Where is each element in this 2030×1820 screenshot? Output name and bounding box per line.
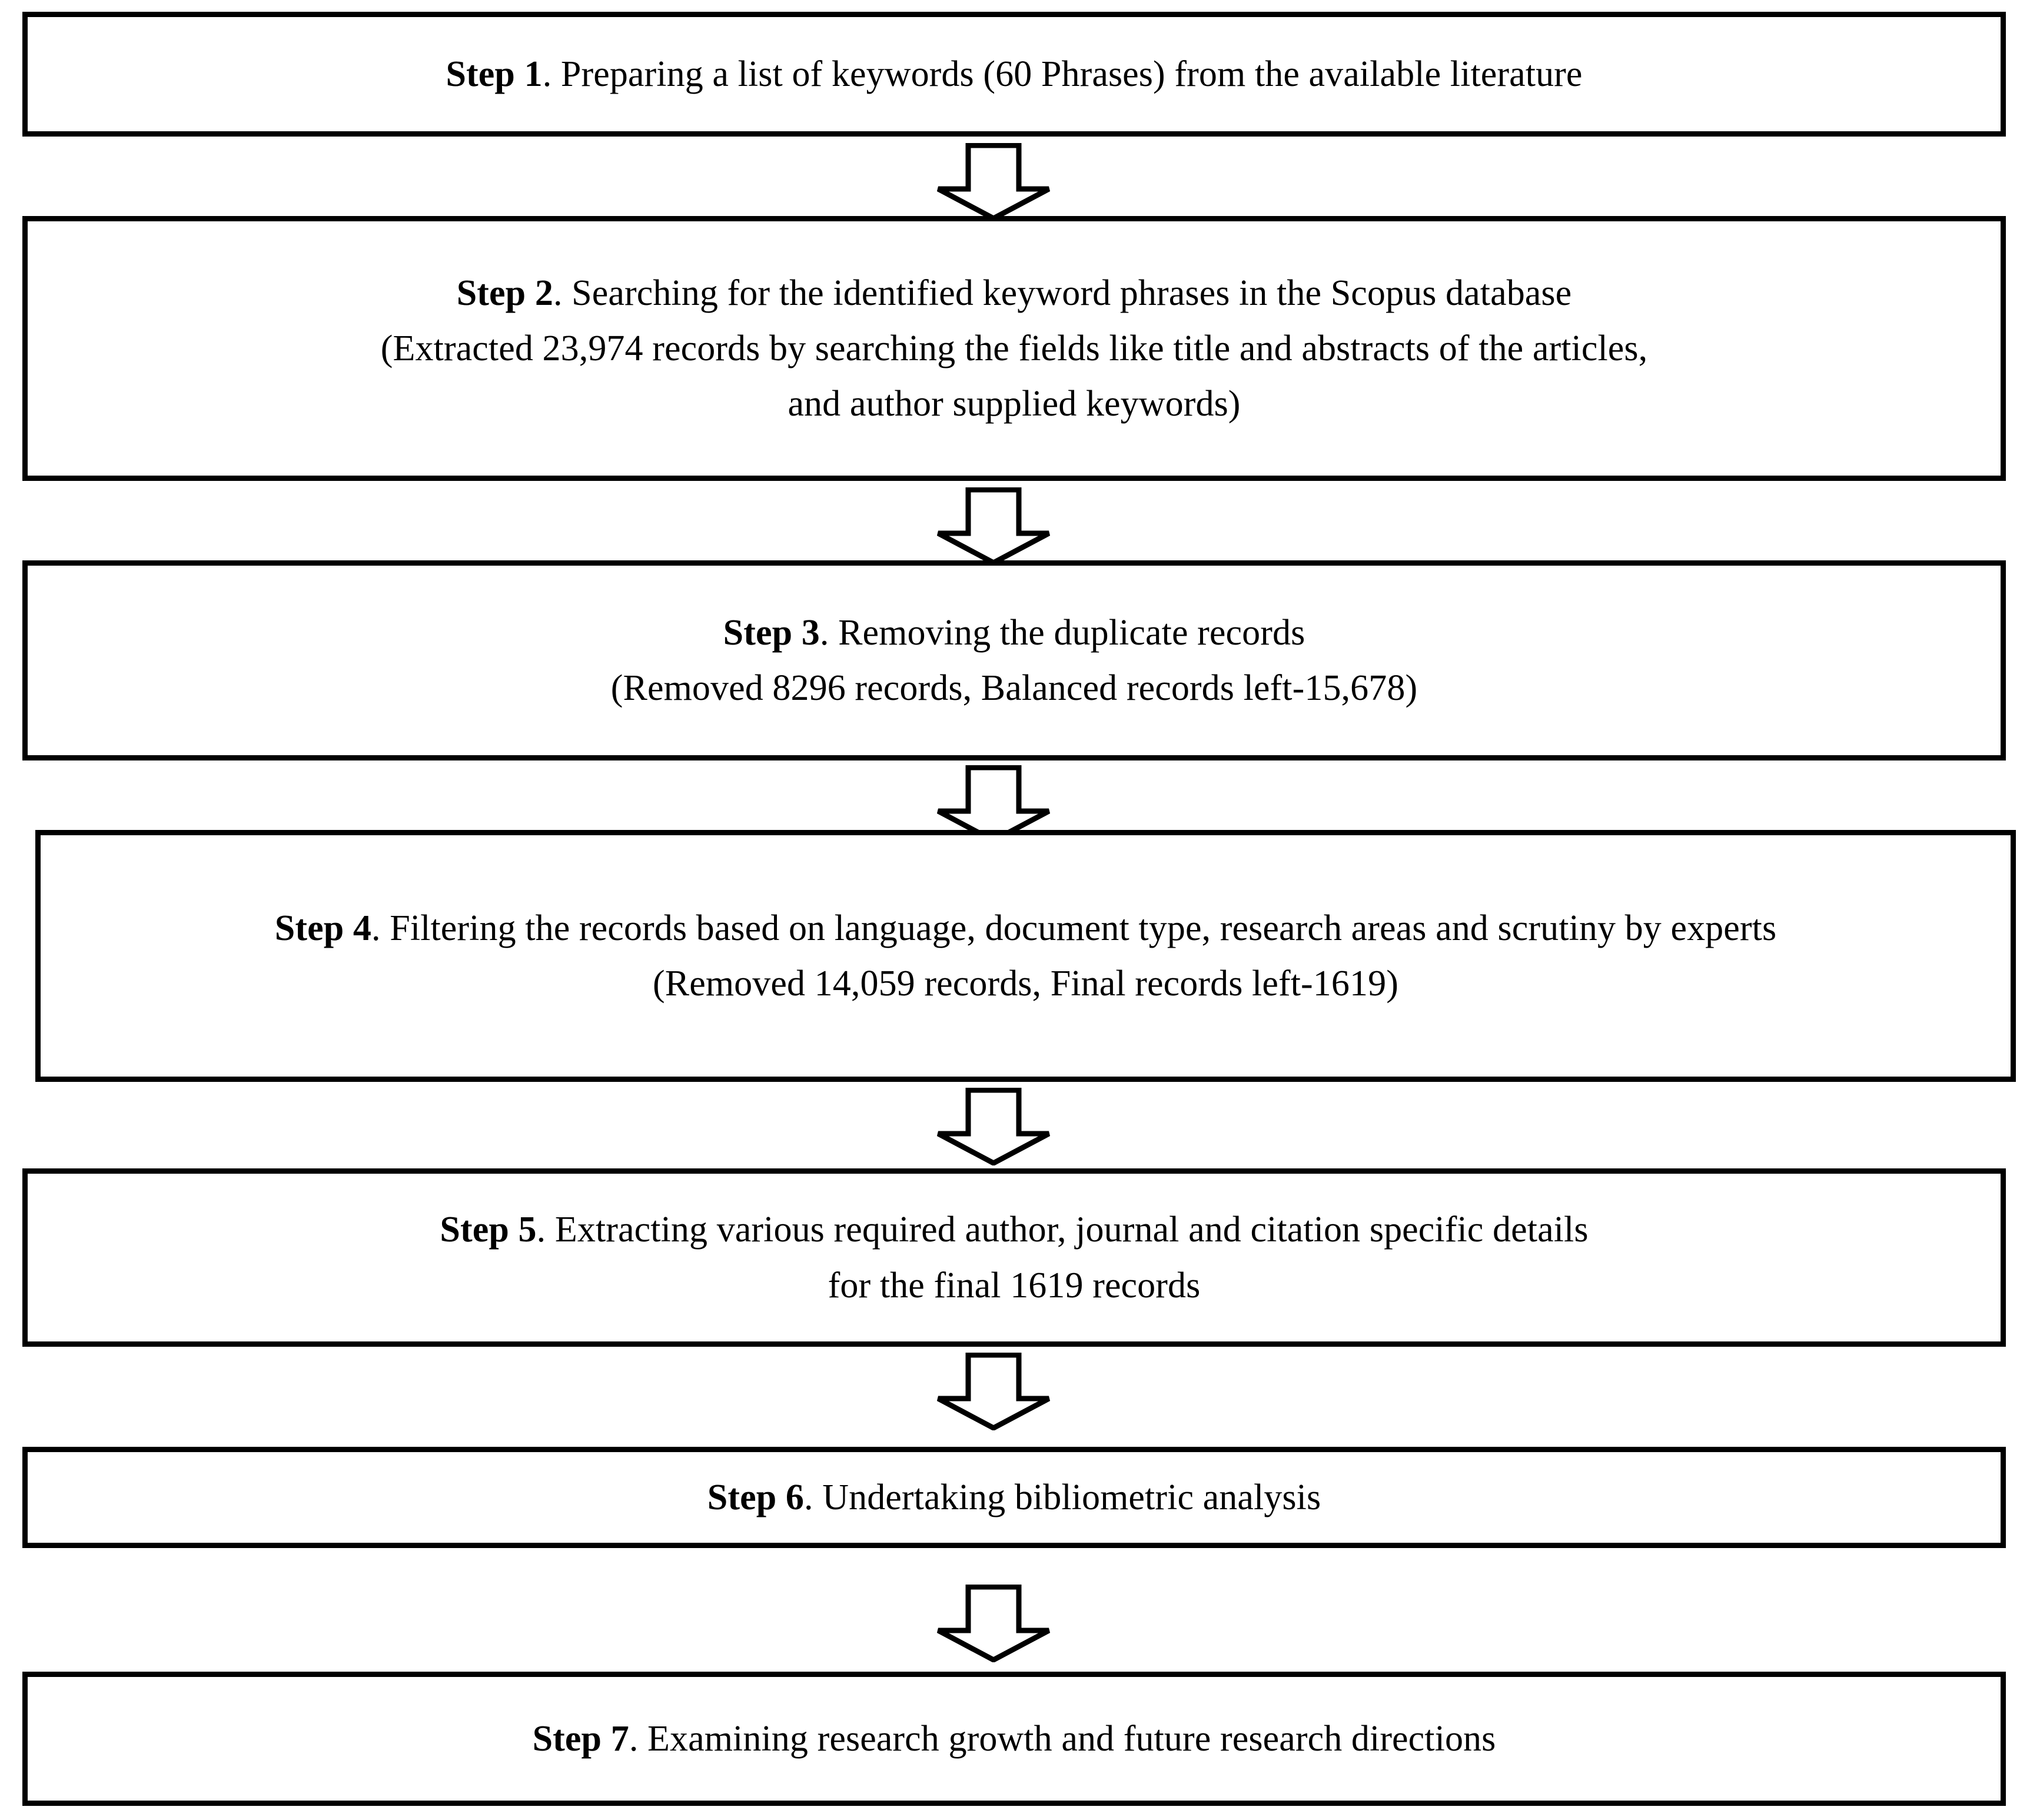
step-3-text-1: . Removing the duplicate records [819, 612, 1305, 653]
down-block-arrow-icon [936, 1353, 1051, 1430]
step-6-line-1: Step 6. Undertaking bibliometric analysi… [707, 1470, 1321, 1525]
step-7-label: Step 7 [532, 1718, 629, 1759]
step-5-label: Step 5 [440, 1210, 537, 1250]
flow-node-step-6: Step 6. Undertaking bibliometric analysi… [22, 1447, 2006, 1548]
step-5-line-1: Step 5. Extracting various required auth… [440, 1202, 1588, 1257]
down-block-arrow-icon [936, 1585, 1051, 1662]
step-5-line-2: for the final 1619 records [828, 1265, 1201, 1306]
step-6-label: Step 6 [707, 1477, 805, 1517]
flow-node-step-3: Step 3. Removing the duplicate records (… [22, 560, 2006, 760]
step-4-line-2: (Removed 14,059 records, Final records l… [653, 964, 1398, 1004]
step-4-label: Step 4 [274, 908, 372, 948]
step-1-text: . Preparing a list of keywords (60 Phras… [542, 54, 1583, 94]
step-2-line-2: (Extracted 23,974 records by searching t… [380, 328, 1648, 368]
flow-node-step-2: Step 2. Searching for the identified key… [22, 216, 2006, 481]
step-3-label: Step 3 [723, 612, 820, 653]
down-block-arrow-icon [936, 143, 1051, 221]
step-6-text-1: . Undertaking bibliometric analysis [804, 1477, 1321, 1517]
down-block-arrow-icon [936, 1088, 1051, 1165]
flow-node-step-5: Step 5. Extracting various required auth… [22, 1168, 2006, 1347]
step-2-line-3: and author supplied keywords) [788, 384, 1241, 424]
step-7-line-1: Step 7. Examining research growth and fu… [533, 1711, 1496, 1766]
step-4-line-1: Step 4. Filtering the records based on l… [275, 901, 1776, 956]
step-3-line-1: Step 3. Removing the duplicate records [723, 605, 1305, 660]
step-1-line-1: Step 1. Preparing a list of keywords (60… [446, 47, 1582, 102]
step-1-label: Step 1 [446, 54, 543, 94]
step-7-text-1: . Examining research growth and future r… [629, 1718, 1496, 1759]
flow-node-step-1: Step 1. Preparing a list of keywords (60… [22, 12, 2006, 137]
step-4-text-1: . Filtering the records based on languag… [371, 908, 1777, 948]
flow-node-step-7: Step 7. Examining research growth and fu… [22, 1672, 2006, 1806]
step-2-text-1: . Searching for the identified keyword p… [553, 273, 1572, 313]
step-3-line-2: (Removed 8296 records, Balanced records … [610, 668, 1418, 708]
flow-node-step-4: Step 4. Filtering the records based on l… [35, 830, 2016, 1082]
step-2-label: Step 2 [456, 273, 553, 313]
step-2-line-1: Step 2. Searching for the identified key… [457, 265, 1572, 321]
down-block-arrow-icon [936, 487, 1051, 565]
step-5-text-1: . Extracting various required author, jo… [536, 1210, 1589, 1250]
down-block-arrow-icon [936, 765, 1051, 843]
